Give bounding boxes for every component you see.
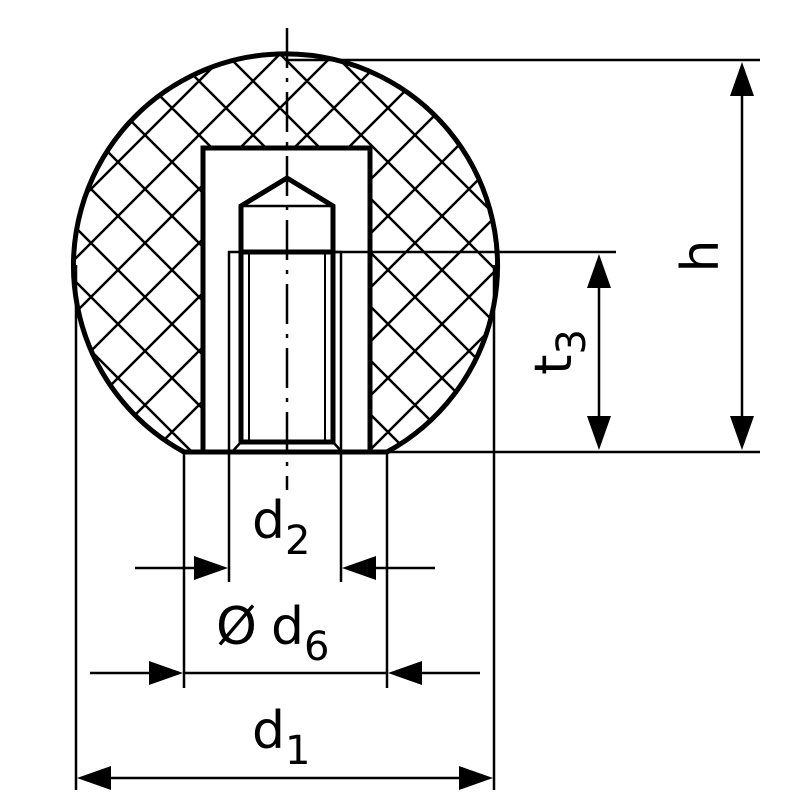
arrow-right (149, 661, 183, 685)
label-d1-sub: 1 (285, 728, 310, 774)
label-d1: d1 (252, 701, 310, 774)
label-t3-sub: 3 (549, 329, 595, 354)
label-t3: t3 (524, 329, 595, 375)
extension-lines (74, 58, 760, 790)
label-t3-base: t (524, 355, 584, 375)
dimension-h: h (671, 62, 754, 450)
arrow-left (77, 766, 111, 790)
arrow-down (587, 416, 611, 450)
arrow-right (194, 556, 228, 580)
arrow-left (388, 661, 422, 685)
dimension-t3: t3 (524, 254, 611, 450)
label-d6-base: d (271, 597, 304, 657)
arrow-right (459, 766, 493, 790)
label-d6-symbol: Ø (216, 597, 257, 657)
arrow-left (342, 556, 376, 580)
label-h: h (671, 240, 731, 273)
label-d2-base: d (252, 491, 285, 551)
dimension-d1: d1 (77, 701, 493, 790)
label-d2-sub: 2 (285, 518, 310, 564)
label-d1-base: d (252, 701, 285, 761)
ball-outline (71, 51, 500, 455)
label-d2: d2 (252, 491, 310, 564)
arrow-down (730, 416, 754, 450)
dimension-d2: d2 (135, 491, 435, 580)
label-d6-sub: 6 (304, 624, 329, 670)
arrow-up (730, 62, 754, 96)
arrow-up (587, 254, 611, 288)
